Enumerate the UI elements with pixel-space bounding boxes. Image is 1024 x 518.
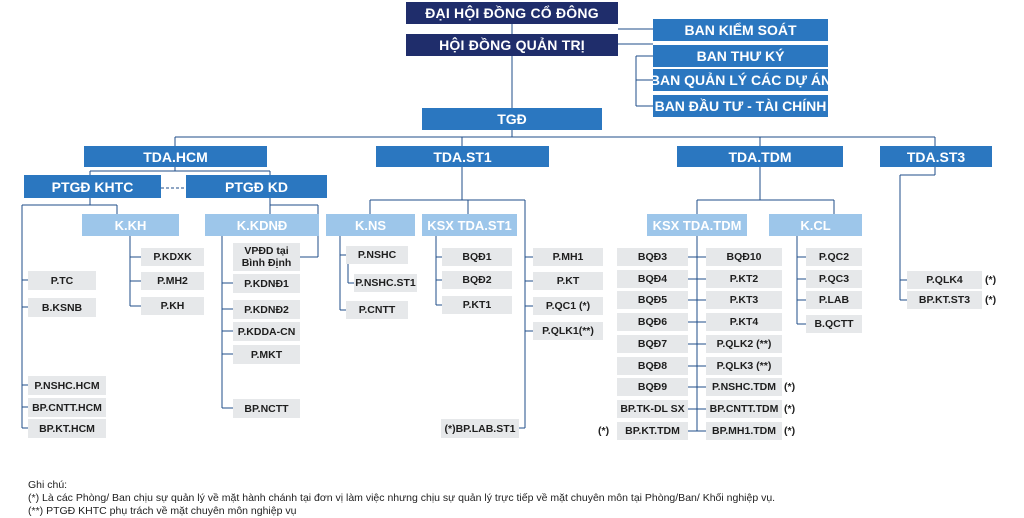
vpdd-line2: Bình Định [241, 257, 292, 269]
p-nshc-hcm-box: P.NSHC.HCM [28, 376, 106, 395]
bp-cntt-hcm-box: BP.CNTT.HCM [28, 398, 106, 417]
star-mark-bp-kt-st3: (*) [985, 294, 997, 306]
bqd6-box: BQĐ6 [617, 313, 688, 331]
bqd5-box: BQĐ5 [617, 291, 688, 309]
p-qlk3-box: P.QLK3 (**) [706, 357, 782, 375]
ksx-tda-tdm-box: KSX TDA.TDM [647, 214, 747, 236]
notes-heading: Ghi chú: [28, 479, 68, 491]
p-lab-box: P.LAB [806, 291, 862, 309]
notes-line-2: (**) PTGĐ KHTC phụ trách về mặt chuyên m… [28, 505, 297, 517]
bqd7-box: BQĐ7 [617, 335, 688, 353]
ptgd-kd-box: PTGĐ KD [186, 175, 327, 198]
star-mark-bp-kt-tdm: (*) [598, 425, 610, 437]
tda-st3-box: TDA.ST3 [880, 146, 992, 167]
p-qc3-box: P.QC3 [806, 270, 862, 288]
bqd4-box: BQĐ4 [617, 270, 688, 288]
bp-nctt-box: BP.NCTT [233, 399, 300, 418]
shareholders-box: ĐẠI HỘI ĐỒNG CỔ ĐÔNG [406, 2, 618, 24]
notes-section: Ghi chú: (*) Là các Phòng/ Ban chịu sự q… [28, 479, 775, 518]
p-kdnd1-box: P.KDNĐ1 [233, 274, 300, 293]
bqd8-box: BQĐ8 [617, 357, 688, 375]
bqd9-box: BQĐ9 [617, 378, 688, 396]
supervisory-box: BAN KIỂM SOÁT [653, 19, 828, 41]
p-kt2-box: P.KT2 [706, 270, 782, 288]
b-qctt-box: B.QCTT [806, 315, 862, 333]
bqd1-box: BQĐ1 [442, 248, 512, 266]
secretary-box: BAN THƯ KÝ [653, 45, 828, 67]
star-mark-p-nshc-tdm: (*) [784, 381, 796, 393]
bp-lab-st1-box: (*)BP.LAB.ST1 [441, 419, 519, 438]
p-nshc-tdm-box: P.NSHC.TDM [706, 378, 782, 396]
p-qlk4-box: P.QLK4 [907, 271, 982, 289]
p-kdxk-box: P.KDXK [141, 248, 204, 266]
p-mh2-box: P.MH2 [141, 272, 204, 290]
star-mark-p-qlk4: (*) [985, 274, 997, 286]
notes-line-1: (*) Là các Phòng/ Ban chịu sự quản lý về… [28, 492, 776, 504]
bqd10-box: BQĐ10 [706, 248, 782, 266]
p-mkt-box: P.MKT [233, 345, 300, 364]
project-management-box: BAN QUẢN LÝ CÁC DỰ ÁN [653, 69, 828, 91]
p-tc-box: P.TC [28, 271, 96, 290]
p-kt-box: P.KT [533, 272, 603, 290]
p-kdda-cn-box: P.KDDA-CN [233, 322, 300, 341]
k-kdnd-box: K.KDNĐ [205, 214, 319, 236]
vpdd-binh-dinh-box: VPĐD tại Bình Định [233, 243, 300, 271]
bqd3-box: BQĐ3 [617, 248, 688, 266]
p-kt1-box: P.KT1 [442, 296, 512, 314]
investment-finance-box: BAN ĐẦU TƯ - TÀI CHÍNH [653, 95, 828, 117]
p-qlk1-box: P.QLK1(**) [533, 322, 603, 340]
ceo-box: TGĐ [422, 108, 602, 130]
p-qlk2-box: P.QLK2 (**) [706, 335, 782, 353]
p-kt4-box: P.KT4 [706, 313, 782, 331]
p-kt3-box: P.KT3 [706, 291, 782, 309]
tda-hcm-box: TDA.HCM [84, 146, 267, 167]
bp-kt-st3-box: BP.KT.ST3 [907, 291, 982, 309]
bp-cntt-tdm-box: BP.CNTT.TDM [706, 400, 782, 418]
p-mh1-box: P.MH1 [533, 248, 603, 266]
ptgd-khtc-box: PTGĐ KHTC [24, 175, 161, 198]
board-box: HỘI ĐỒNG QUẢN TRỊ [406, 34, 618, 56]
k-kh-box: K.KH [82, 214, 179, 236]
p-qc1-box: P.QC1 (*) [533, 297, 603, 315]
p-cntt-box: P.CNTT [346, 301, 408, 319]
bqd2-box: BQĐ2 [442, 271, 512, 289]
p-kdnd2-box: P.KDNĐ2 [233, 300, 300, 319]
b-ksnb-box: B.KSNB [28, 298, 96, 317]
tda-st1-box: TDA.ST1 [376, 146, 549, 167]
p-nshc-st1-box: P.NSHC.ST1 [354, 274, 417, 292]
p-nshc-box: P.NSHC [346, 246, 408, 264]
bp-kt-tdm-box: BP.KT.TDM [617, 422, 688, 440]
ksx-tda-st1-box: KSX TDA.ST1 [422, 214, 517, 236]
bp-tk-dl-sx-box: BP.TK-DL SX [617, 400, 688, 418]
p-qc2-box: P.QC2 [806, 248, 862, 266]
p-kh-box: P.KH [141, 297, 204, 315]
vpdd-line1: VPĐD tại [244, 245, 289, 257]
star-mark-bp-mh1-tdm: (*) [784, 425, 796, 437]
k-cl-box: K.CL [769, 214, 862, 236]
k-ns-box: K.NS [326, 214, 415, 236]
bp-mh1-tdm-box: BP.MH1.TDM [706, 422, 782, 440]
bp-kt-hcm-box: BP.KT.HCM [28, 419, 106, 438]
star-mark-bp-cntt-tdm: (*) [784, 403, 796, 415]
tda-tdm-box: TDA.TDM [677, 146, 843, 167]
